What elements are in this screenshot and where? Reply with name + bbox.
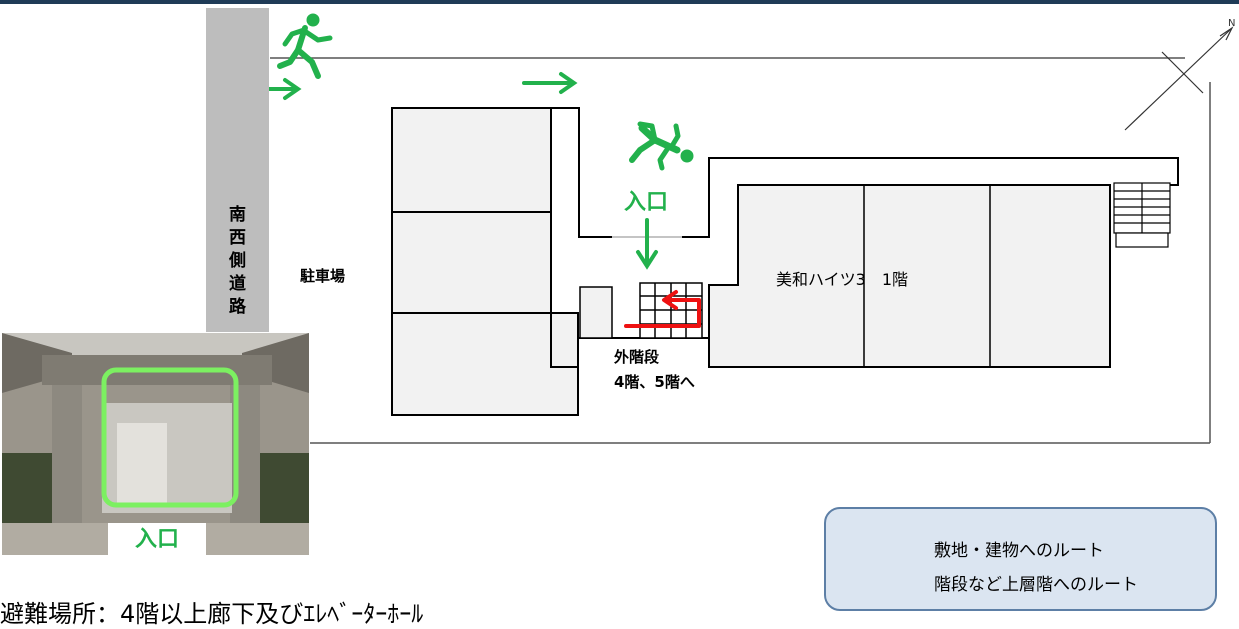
top-border	[0, 0, 1239, 4]
outer-stairs-drawing	[639, 282, 703, 339]
parking-label: 駐車場	[300, 267, 346, 285]
legend-item-upper-floor-route: 階段など上層階へのルート	[934, 575, 1138, 595]
road-char: 南	[229, 205, 246, 225]
small-room	[579, 286, 613, 339]
road-char: 西	[229, 228, 246, 248]
entrance-running-man-icon	[629, 121, 694, 171]
red-stair-arrow	[624, 290, 701, 328]
evacuation-place-text: 避難場所：4階以上廊下及びｴﾚﾍﾞｰﾀｰﾎｰﾙ	[0, 600, 424, 628]
legend-item-site-route: 敷地・建物へのルート	[934, 541, 1104, 561]
road-label: 南 西 側 道 路	[206, 204, 269, 319]
road-char: 路	[229, 297, 246, 317]
entrance-photo	[2, 333, 309, 555]
road-char: 道	[229, 274, 246, 294]
legend-box	[824, 507, 1217, 611]
building-right	[708, 184, 1111, 368]
outer-stairs-line2: 4階、5階へ	[614, 373, 695, 391]
right-stair-unit	[1113, 182, 1171, 248]
building-left-lower	[391, 312, 579, 416]
north-compass-icon	[1124, 26, 1234, 131]
road-char: 側	[229, 251, 246, 271]
outer-stairs-label: 外階段 4階、5階へ	[614, 345, 695, 395]
entrance-photo-drawing	[2, 333, 309, 555]
entrance-label: 入口	[624, 190, 669, 215]
site-boundary	[270, 57, 1211, 444]
running-man-icon	[277, 13, 333, 79]
southwest-road	[206, 8, 269, 332]
compass-letter: N	[1228, 18, 1235, 29]
photo-entrance-caption: 入口	[108, 523, 206, 556]
building-label: 美和ハイツ3 1階	[776, 270, 909, 289]
green-route-arrows	[248, 72, 658, 270]
outer-stairs-line1: 外階段	[614, 348, 660, 366]
